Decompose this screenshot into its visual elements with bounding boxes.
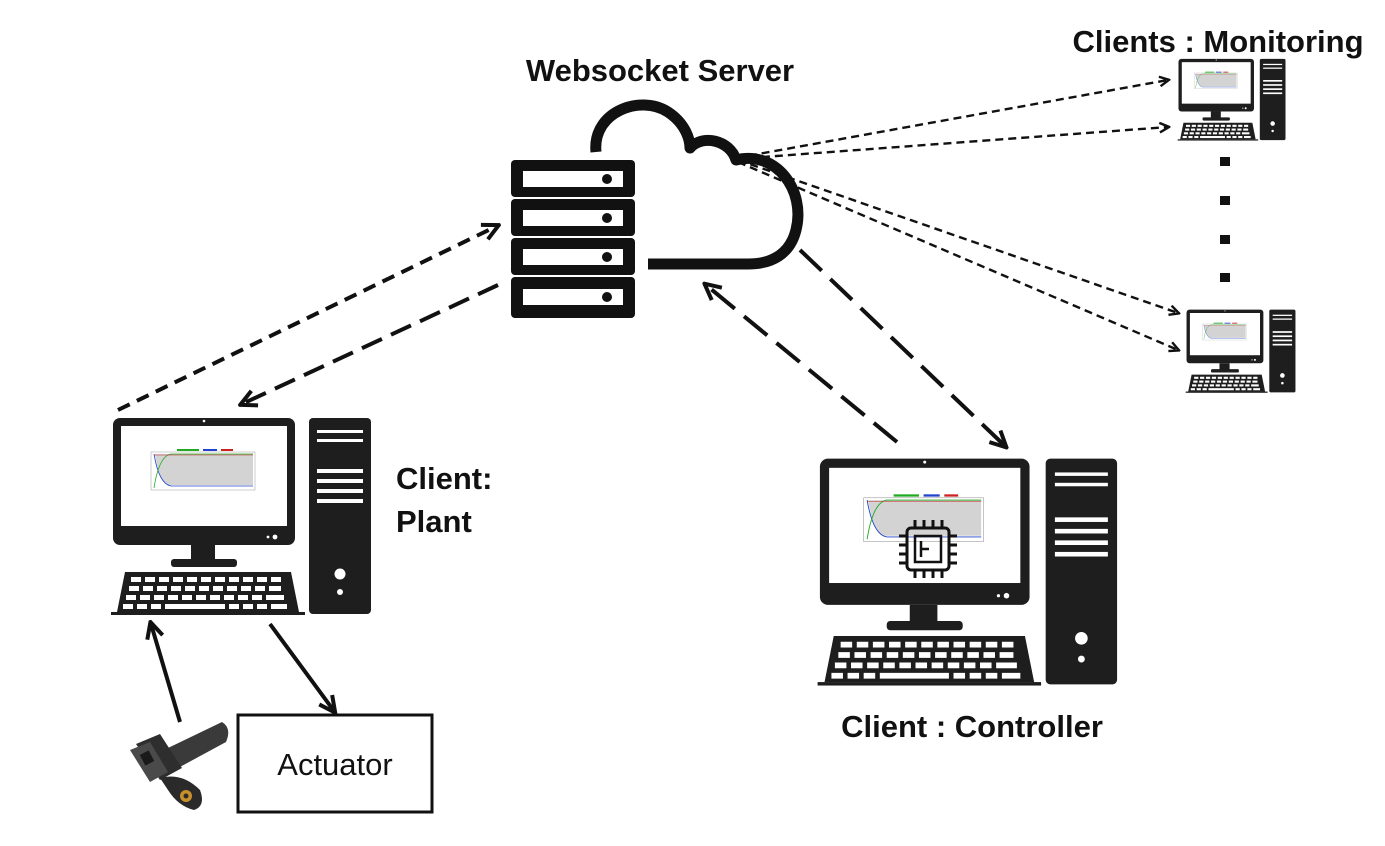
plant-to-actuator-link [268,622,334,711]
plant-label-line2: Plant [396,504,472,539]
server-to-controller-link [798,248,1005,446]
sensor-icon [130,722,229,810]
monitoring-client-computer-icon [1177,58,1286,141]
plant-to-server-link [117,226,497,412]
server-to-plant-link [242,283,499,404]
actuator-box: Actuator [236,713,434,814]
sensor-to-plant-link [151,624,182,723]
monitoring-client-computer-icon [1185,309,1296,394]
ellipsis-icon [1220,157,1230,282]
microchip-icon [899,520,957,578]
monitoring-clients-label: Clients : Monitoring [1072,24,1363,59]
server-label: Websocket Server [526,53,794,88]
controller-to-server-link [706,285,899,444]
controller-client-computer-icon [817,458,1118,687]
plant-label-line1: Client: [396,461,492,496]
controller-label: Client : Controller [841,709,1103,744]
actuator-label: Actuator [277,747,392,782]
cloud-icon [590,99,804,270]
server-rack-icon [511,160,635,318]
plant-client-computer-icon [110,417,372,616]
server-to-monitoring-links [735,80,1178,350]
